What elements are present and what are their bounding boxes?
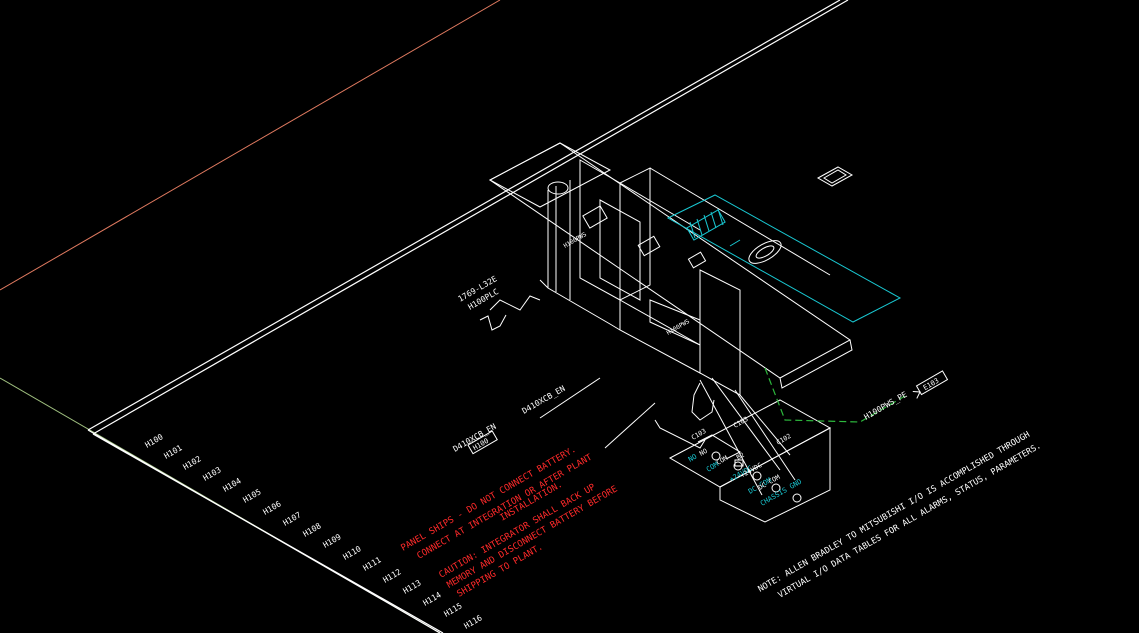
sheet-border-upper xyxy=(0,0,501,291)
power-cable-run xyxy=(764,367,906,423)
panel-outline xyxy=(87,0,849,633)
terminal-block[interactable] xyxy=(668,377,832,523)
terminal-label: NO xyxy=(698,447,709,458)
leader-line xyxy=(539,377,601,419)
cyan-layer xyxy=(666,194,902,323)
network-jack-icon xyxy=(816,166,854,187)
terminal-label: B2 xyxy=(735,451,746,462)
serial-connector-icon xyxy=(748,240,782,264)
terminal-label: NO xyxy=(687,453,698,464)
leader-line xyxy=(604,402,656,449)
